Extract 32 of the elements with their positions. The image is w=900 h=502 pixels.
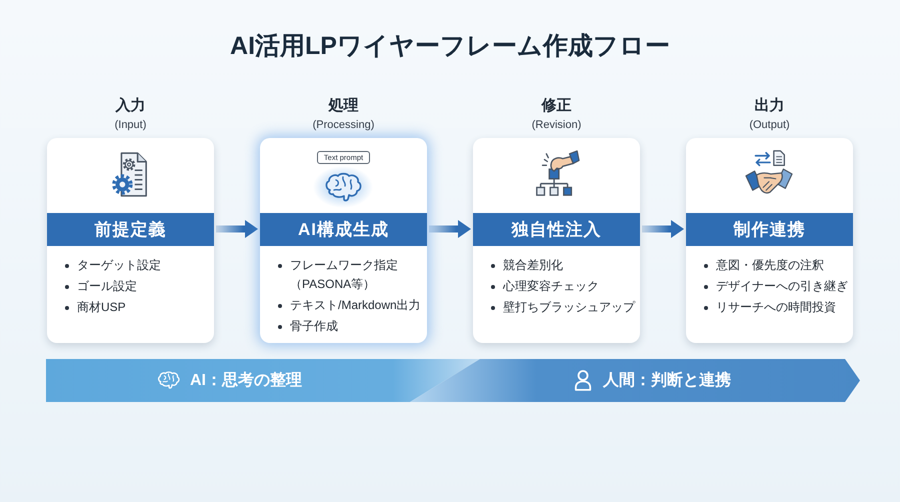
header-band: 独自性注入 (473, 213, 640, 246)
stage-heading: 修正 (542, 97, 572, 115)
flow-band (46, 359, 482, 402)
header-band: 前提定義 (47, 213, 214, 246)
stage-heading: 入力 (116, 97, 146, 115)
flow-arrow (642, 220, 684, 238)
list-item: 意図・優先度の注釈 (716, 257, 825, 274)
list-item: ゴール設定 (77, 278, 138, 295)
band-label: 人間：判断と連携 (603, 370, 731, 391)
stage-heading: 出力 (754, 97, 784, 115)
flow-arrow (216, 220, 258, 238)
list-item: 骨子作成 (290, 318, 339, 335)
list-item: 心理変容チェック (503, 278, 600, 295)
header-band: 制作連携 (686, 213, 853, 246)
stage-subheading: (Processing) (312, 118, 374, 132)
header-band: AI構成生成 (260, 213, 427, 246)
list-item: フレームワーク指定（PASONA等） (290, 257, 399, 293)
list-item: 壁打ちブラッシュアップ (503, 299, 636, 316)
band-label: AI：思考の整理 (190, 370, 302, 391)
flow-band (408, 359, 860, 402)
list-item: ターゲット設定 (77, 257, 162, 274)
list-item: デザイナーへの引き継ぎ (716, 278, 849, 295)
list-item: テキスト/Markdown出力 (290, 297, 422, 314)
list-item: 競合差別化 (503, 257, 564, 274)
stage-subheading: (Revision) (532, 118, 582, 132)
list-item: 商材USP (77, 299, 127, 316)
stage-heading: 処理 (328, 97, 358, 115)
flow-arrow (429, 220, 471, 238)
list-item: リサーチへの時間投資 (716, 299, 837, 316)
title: AI活用LPワイヤーフレーム作成フロー (230, 31, 670, 62)
stage-subheading: (Input) (114, 118, 146, 132)
stage-subheading: (Output) (749, 118, 790, 132)
